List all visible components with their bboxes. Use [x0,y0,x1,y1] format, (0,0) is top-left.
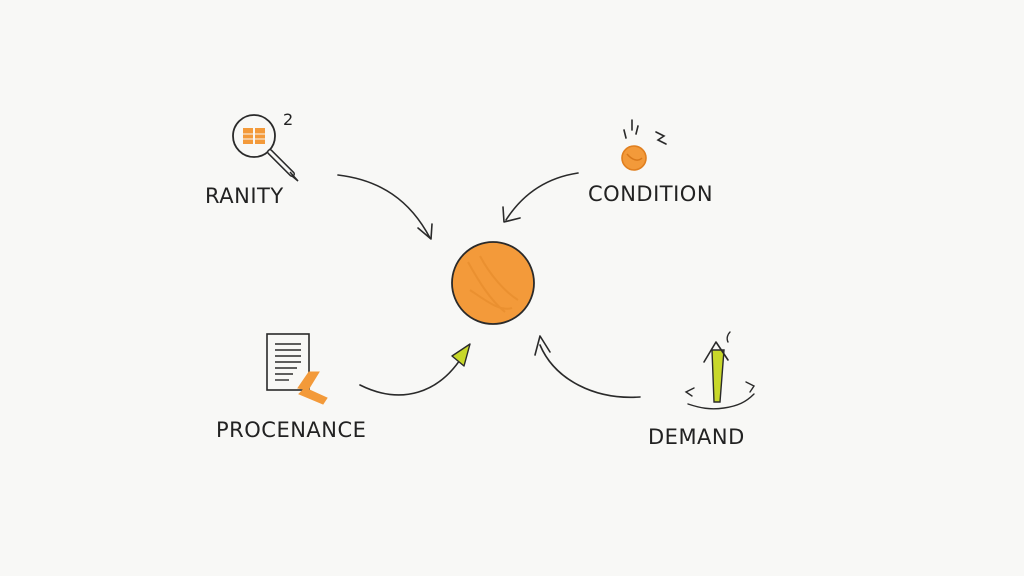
arrow-condition-to-center [502,172,579,223]
arrow-rarity-to-center [337,174,433,240]
center-coin [451,241,535,325]
sparkling-coin-icon [621,119,667,171]
upward-arrow-icon [684,331,756,410]
arrow-provenance-head [451,343,471,367]
arrow-demand-to-center [534,335,641,399]
document-with-stamp-icon [266,333,328,405]
magnifying-glass-icon [232,114,299,182]
label-demand: DEMAND [648,425,745,449]
label-rarity: RANITY [205,184,284,208]
label-condition: CONDITION [588,182,714,206]
rarity-superscript: 2 [283,110,294,129]
arrow-provenance-to-center [359,351,466,396]
label-provenance: PROCENANCE [216,418,367,442]
